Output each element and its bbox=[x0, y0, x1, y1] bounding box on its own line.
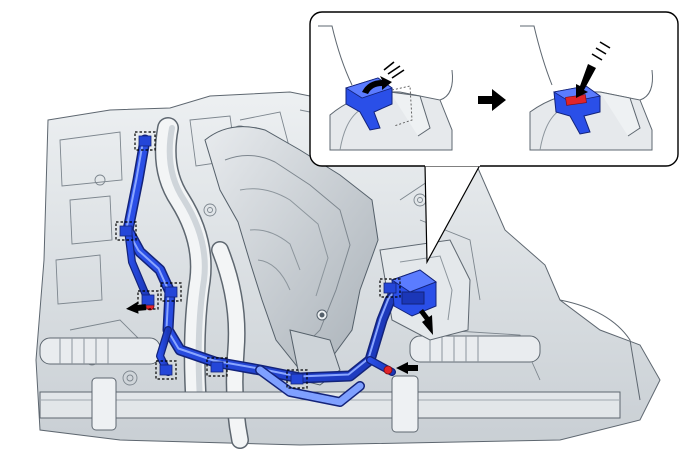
clamp-icon bbox=[115, 221, 137, 241]
push-arrow-icon bbox=[126, 301, 147, 314]
clip-right-red bbox=[383, 365, 393, 375]
clamp-icon bbox=[137, 290, 159, 310]
right-arrow-icon bbox=[478, 89, 506, 111]
clamp-icon bbox=[160, 282, 182, 302]
push-arrow-icon bbox=[362, 76, 392, 94]
clamp-icon bbox=[155, 360, 177, 380]
push-arrow-icon bbox=[576, 64, 596, 98]
coolant-hoses bbox=[154, 117, 249, 449]
connector-lock-released bbox=[318, 25, 453, 151]
red-clips bbox=[145, 301, 393, 375]
connector-lock-engaged bbox=[520, 25, 653, 151]
step-arrow bbox=[478, 89, 506, 111]
harness-connector bbox=[390, 269, 438, 317]
push-arrow-icon bbox=[419, 309, 433, 335]
push-arrow-icon bbox=[396, 362, 418, 374]
push-arrows bbox=[126, 301, 433, 374]
harness-clamps bbox=[115, 131, 401, 389]
exhaust-manifold bbox=[204, 126, 379, 386]
lock-tab-red bbox=[565, 94, 587, 106]
clamp-icon bbox=[134, 131, 156, 151]
clamp-icon bbox=[379, 278, 401, 298]
clamp-icon bbox=[206, 357, 228, 377]
clamp-icon bbox=[286, 369, 308, 389]
